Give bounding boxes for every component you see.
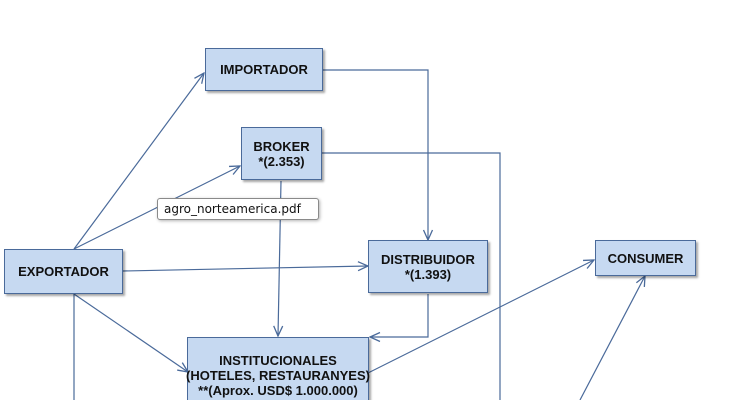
node-consumer: CONSUMER: [595, 240, 696, 276]
edge-broker-offscreen: [322, 152, 501, 400]
node-distribuidor: DISTRIBUIDOR *(1.393): [368, 240, 488, 293]
node-institucionales-subtitle: (HOTELES, RESTAURANYES): [186, 368, 370, 383]
node-exportador: EXPORTADOR: [4, 249, 123, 294]
node-institucionales-amount: **(Aprox. USD$ 1.000.000): [198, 383, 358, 398]
node-institucionales-label: INSTITUCIONALES: [219, 353, 337, 368]
edge-exportador-distribuidor: [122, 266, 368, 272]
edge-institucionales-consumer: [367, 260, 594, 374]
node-broker-label: BROKER: [253, 138, 310, 154]
node-broker-count: *(2.353): [258, 153, 305, 169]
edge-exportador-institucionales: [73, 293, 188, 372]
edge-offscreen-consumer: [579, 276, 645, 400]
node-institucionales: INSTITUCIONALES (HOTELES, RESTAURANYES) …: [186, 337, 370, 400]
edge-importador-distribuidor: [323, 69, 428, 240]
node-distribuidor-count: *(1.393): [404, 266, 452, 282]
node-consumer-label: CONSUMER: [607, 250, 684, 266]
node-importador: IMPORTADOR: [205, 48, 323, 91]
node-importador-label: IMPORTADOR: [220, 62, 308, 77]
file-tooltip: agro_norteamerica.pdf: [157, 198, 319, 220]
edge-distribuidor-institucionales: [370, 294, 429, 337]
node-broker: BROKER *(2.353): [241, 127, 322, 180]
edge-exportador-importador: [73, 73, 204, 250]
node-exportador-label: EXPORTADOR: [18, 264, 109, 279]
node-distribuidor-label: DISTRIBUIDOR: [381, 251, 475, 267]
